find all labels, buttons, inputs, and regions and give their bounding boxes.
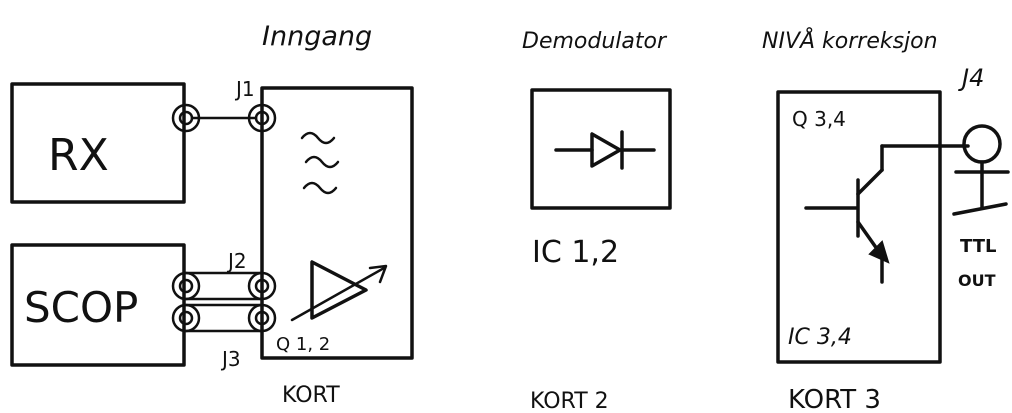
amplifier-adjust-line bbox=[290, 266, 386, 322]
scope-connector-bottom-inner bbox=[178, 310, 194, 326]
heading-inngang: Inngang bbox=[262, 21, 372, 52]
scope-connector-bottom-outer bbox=[171, 303, 201, 333]
scope-connector-top-outer bbox=[171, 271, 201, 301]
heading-level-correction: NIVÅ korreksjon bbox=[762, 27, 938, 54]
card-3-label: KORT 3 bbox=[788, 385, 881, 413]
input-card-box bbox=[260, 86, 414, 360]
output-label-ttl: TTL bbox=[960, 236, 996, 257]
j4-label: J4 bbox=[958, 64, 984, 92]
filter-symbol-2 bbox=[304, 155, 340, 169]
rx-box bbox=[10, 82, 186, 204]
card-2-label: KORT 2 bbox=[530, 389, 609, 413]
card-1-label: KORT bbox=[282, 383, 340, 408]
amplifier-adjust-arrowhead bbox=[368, 264, 388, 284]
output-label-out: OUT bbox=[958, 271, 996, 290]
j1-label: J1 bbox=[234, 77, 255, 101]
j2-label: J2 bbox=[226, 249, 247, 273]
amplifier-triangle bbox=[310, 260, 368, 320]
rx-label: RX bbox=[48, 130, 109, 181]
rx-connector-inner bbox=[178, 110, 194, 126]
scope-label: SCOP bbox=[24, 283, 138, 332]
transistor-collector bbox=[856, 168, 884, 196]
diode-triangle bbox=[590, 132, 622, 168]
j4-connector bbox=[962, 124, 1002, 164]
j3-connector-inner bbox=[254, 310, 270, 326]
scope-connector-top-inner bbox=[178, 278, 194, 294]
filter-symbol-1 bbox=[300, 131, 336, 145]
input-card-component-label: Q 1, 2 bbox=[276, 334, 330, 355]
j3-label: J3 bbox=[220, 347, 241, 371]
heading-demodulator: Demodulator bbox=[522, 29, 668, 54]
transistor-label: Q 3,4 bbox=[792, 107, 846, 131]
j4-ground-line bbox=[952, 202, 1008, 216]
j2-connector-inner bbox=[254, 278, 270, 294]
level-correction-box bbox=[776, 90, 942, 364]
level-ic-label: IC 3,4 bbox=[788, 325, 852, 350]
demodulator-component-label: IC 1,2 bbox=[532, 235, 619, 270]
filter-symbol-3 bbox=[302, 181, 338, 195]
demodulator-box bbox=[530, 88, 672, 210]
